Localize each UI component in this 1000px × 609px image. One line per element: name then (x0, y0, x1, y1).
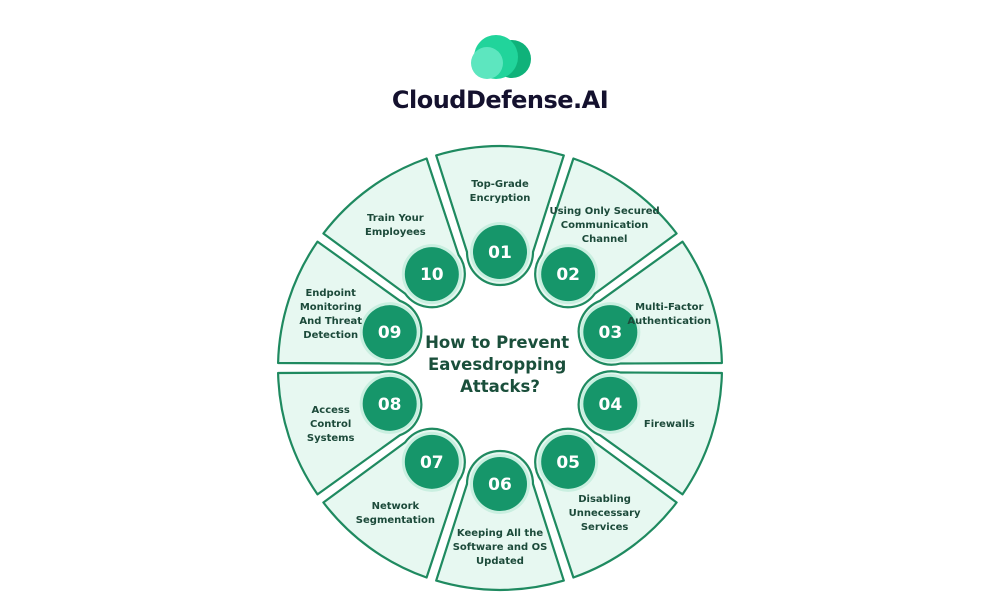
center-title: How to Prevent Eavesdropping Attacks? (425, 333, 575, 396)
step-label-line: Updated (476, 556, 524, 567)
step-number: 06 (488, 475, 512, 495)
step-label: Firewalls (644, 419, 695, 430)
step-label-line: Systems (307, 433, 355, 444)
step-number-badge (541, 247, 596, 302)
step-number-badge (583, 305, 638, 360)
step-label-line: Endpoint (305, 288, 356, 299)
step-label-line: Channel (582, 234, 628, 245)
step-label-line: Using Only Secured (549, 206, 659, 217)
step-label-line: Software and OS (453, 542, 548, 553)
segment-shape (435, 145, 565, 287)
center-title-line: Attacks? (460, 377, 540, 396)
step-number: 10 (420, 265, 444, 285)
step-label-line: Services (581, 522, 629, 533)
brand-logo (471, 35, 531, 79)
step-number: 03 (598, 323, 622, 343)
step-label-line: Control (310, 419, 351, 430)
step-label-line: Detection (303, 330, 358, 341)
step-number-badge (583, 376, 638, 431)
step-number: 05 (556, 453, 580, 473)
step-number: 09 (378, 323, 402, 343)
step-number: 07 (420, 453, 444, 473)
step-label-line: Access (312, 405, 350, 416)
step-label-line: Multi-Factor (635, 302, 703, 313)
step-number-badge (404, 434, 459, 489)
step-label-line: Monitoring (300, 302, 362, 313)
step-label-line: Segmentation (356, 515, 435, 526)
step-number-badge (473, 225, 527, 279)
step-number-badge (404, 247, 459, 302)
step-label-line: Authentication (627, 316, 711, 327)
center-title-line: Eavesdropping (428, 355, 566, 374)
step-label-line: Keeping All the (457, 528, 543, 539)
logo-cloud-front-icon (471, 47, 503, 79)
step-label-line: Unnecessary (569, 508, 641, 519)
step-number: 01 (488, 243, 512, 263)
step-number: 02 (556, 265, 580, 285)
step-label-line: Network (372, 501, 420, 512)
brand-name: CloudDefense.AI (391, 86, 609, 114)
step-label-line: Communication (561, 220, 649, 231)
center-title-line: How to Prevent (425, 333, 569, 352)
segment-shape (435, 449, 565, 591)
step-label-line: Encryption (470, 193, 531, 204)
step-label-line: Firewalls (644, 419, 695, 430)
step-number-badge (362, 376, 417, 431)
step-number-badge (473, 457, 527, 511)
step-label-line: Disabling (578, 494, 631, 505)
step-label-line: And Threat (299, 316, 362, 327)
step-number: 04 (598, 395, 622, 415)
step-label-line: Top-Grade (471, 179, 529, 190)
step-label-line: Employees (365, 227, 426, 238)
step-number: 08 (378, 395, 402, 415)
step-label-line: Train Your (367, 213, 424, 224)
step-number-badge (362, 305, 417, 360)
step-number-badge (541, 434, 596, 489)
